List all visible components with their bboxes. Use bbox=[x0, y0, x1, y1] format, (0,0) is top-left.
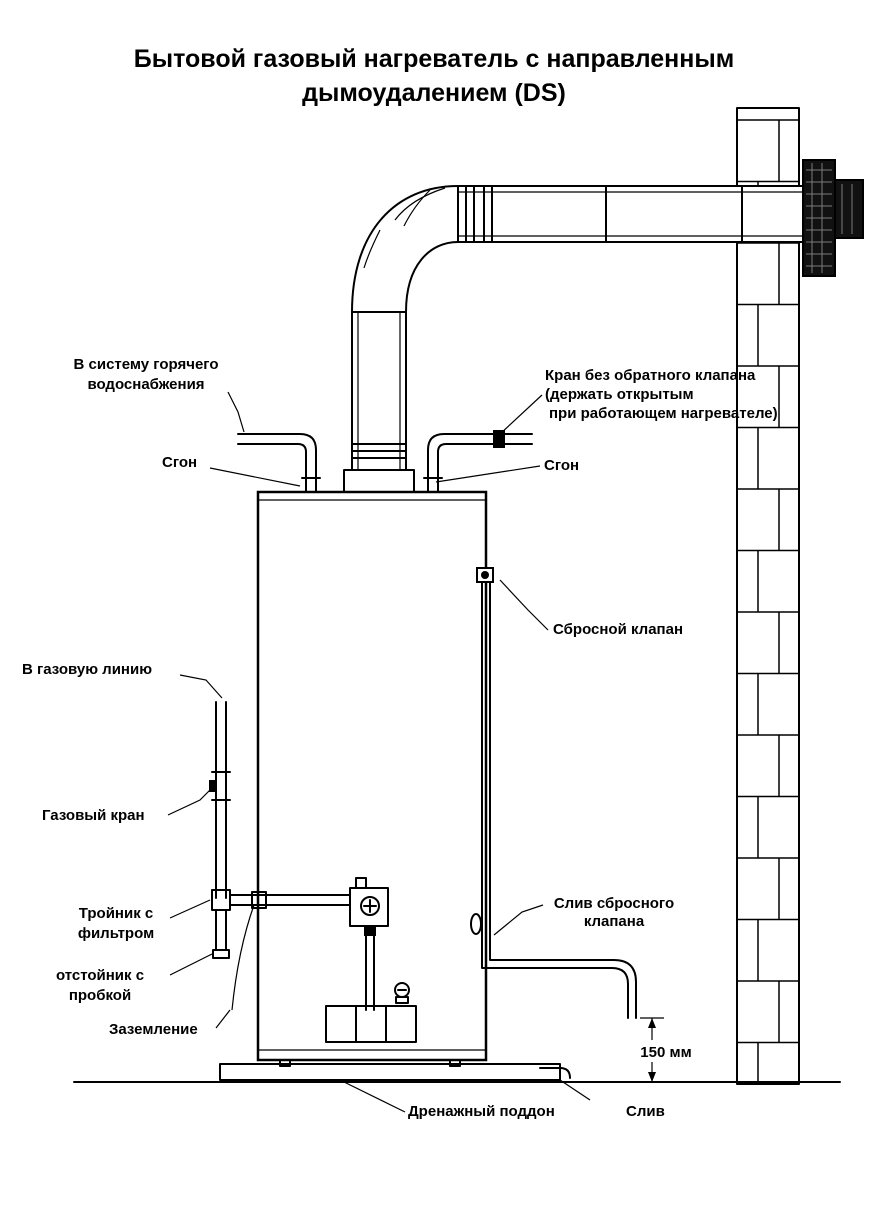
label-grounding: Заземление bbox=[109, 1021, 198, 1038]
label-valve-no-check-1: Кран без обратного клапана bbox=[545, 367, 756, 384]
shutoff-valve bbox=[493, 430, 505, 448]
flue-elbow bbox=[351, 185, 459, 313]
label-valve-no-check-3: при работающем нагревателе) bbox=[549, 405, 778, 422]
label-valve-no-check-2: (держать открытым bbox=[545, 386, 694, 403]
vent-terminal bbox=[802, 159, 864, 277]
label-gas-valve: Газовый кран bbox=[42, 807, 145, 824]
gas-line bbox=[209, 701, 351, 959]
label-relief-drain-2: клапана bbox=[584, 913, 645, 930]
drain-pan bbox=[219, 1063, 571, 1081]
label-clearance: 150 мм bbox=[640, 1044, 691, 1061]
cold-water-pipe bbox=[423, 430, 533, 493]
label-hot-water-1: В систему горячего bbox=[74, 356, 219, 373]
burner-access bbox=[325, 982, 417, 1043]
label-hot-water-2: водоснабжения bbox=[87, 376, 204, 393]
gas-valve-handle bbox=[209, 780, 217, 792]
label-relief-valve: Сбросной клапан bbox=[553, 621, 683, 638]
label-relief-drain-1: Слив сбросного bbox=[554, 895, 674, 912]
label-sediment-trap-2: пробкой bbox=[69, 987, 131, 1004]
leader-lines bbox=[167, 391, 591, 1113]
heater-tank bbox=[256, 490, 488, 1067]
label-union-right: Сгон bbox=[544, 457, 579, 474]
label-tee-filter-1: Тройник с bbox=[79, 905, 153, 922]
label-union-left: Сгон bbox=[162, 454, 197, 471]
flue-pipe-vertical bbox=[343, 311, 415, 493]
flue-pipe-horizontal bbox=[457, 185, 804, 243]
brick-wall bbox=[736, 107, 800, 1085]
diagram-title-line2: дымоудалением (DS) bbox=[302, 79, 566, 107]
grounding-wire bbox=[231, 904, 255, 1011]
gas-control-valve bbox=[349, 877, 389, 1011]
clearance-dimension bbox=[640, 1017, 664, 1082]
label-tee-filter-2: фильтром bbox=[78, 925, 154, 942]
relief-valve-assembly bbox=[470, 567, 637, 1019]
label-sediment-trap-1: отстойник с bbox=[56, 967, 144, 984]
label-gas-line: В газовую линию bbox=[22, 661, 152, 678]
diagram-title-line1: Бытовой газовый нагреватель с направленн… bbox=[134, 45, 734, 73]
hot-water-pipe bbox=[237, 433, 321, 493]
label-drain-pan: Дренажный поддон bbox=[408, 1103, 555, 1120]
label-drain: Слив bbox=[626, 1103, 665, 1120]
